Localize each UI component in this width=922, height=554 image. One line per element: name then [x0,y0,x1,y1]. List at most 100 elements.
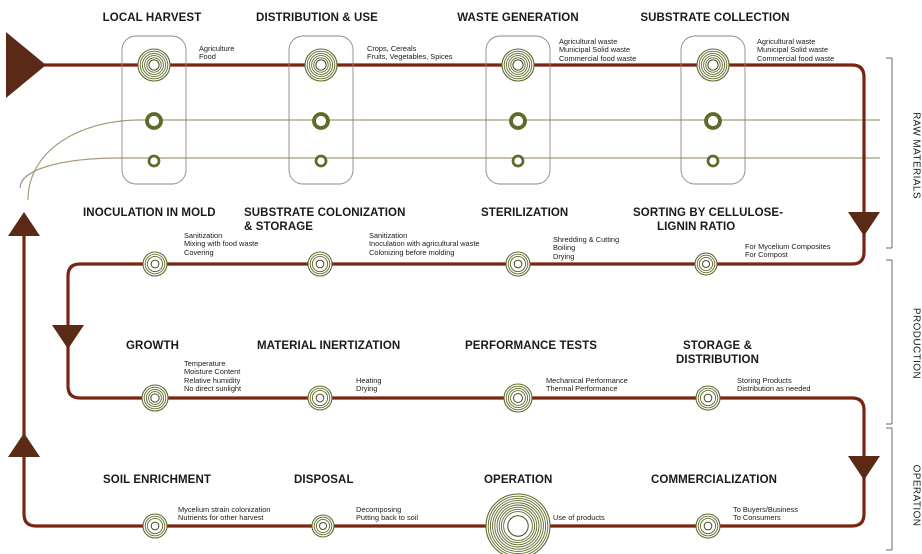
process-node-ring [509,255,527,273]
up-arrow-icon [8,212,40,236]
node-large-core [315,59,327,71]
node-large-ring [700,52,726,78]
node-large-ring [311,55,331,75]
process-node-ring [143,386,167,410]
process-node-core [513,259,523,269]
node-group-frame [680,35,746,185]
process-node-ring [309,387,331,409]
process-node-ring [311,255,329,273]
node-large-ring [705,57,721,73]
step-title-waste-generation: WASTE GENERATION [457,12,579,24]
node-large-core [512,59,524,71]
phase-label-operation: OPERATION [910,464,922,527]
process-node-ring [505,385,531,411]
process-node-core [150,393,160,403]
process-node-ring [699,389,717,407]
step-title-local-harvest: LOCAL HARVEST [102,12,202,24]
node-large-ring [505,52,531,78]
down-arrow-icon [848,212,880,236]
node-medium [312,112,330,130]
thin-flow-line [27,119,880,201]
process-node-core [150,521,160,531]
node-small [511,154,525,168]
operation-node-core [507,515,529,537]
process-node-core [703,521,713,531]
main-flow-line [22,63,866,528]
node-large-ring [508,55,528,75]
step-title-sorting: SORTING BY CELLULOSE-LIGNIN RATIO [633,207,784,233]
node-large-ring [308,52,334,78]
node-large-ring [141,52,167,78]
process-node-ring [309,253,331,275]
process-node-ring [144,253,166,275]
operation-node-ring [494,502,542,550]
process-node-core [315,393,325,403]
node-large-ring [703,55,723,75]
process-node-core [318,521,328,531]
step-title-disposal: DISPOSAL [294,474,354,486]
process-node-ring [699,517,717,535]
step-title-distribution-use: DISTRIBUTION & USE [256,12,378,24]
node-small [147,154,161,168]
node-large-ring [313,57,329,73]
process-node-core [315,259,325,269]
phase-label-raw-materials: RAW MATERIALS [910,112,922,199]
node-large-ring [306,50,336,80]
step-title-operation: OPERATION [484,474,553,486]
node-large-core [148,59,160,71]
process-node-ring [146,517,164,535]
down-arrow-icon [52,325,84,349]
process-node-ring [507,387,529,409]
node-group-frame [121,35,187,185]
step-title-substrate-collection: SUBSTRATE COLLECTION [640,12,790,24]
operation-node-ring [487,495,549,554]
step-note-operation: Use of products [553,513,605,522]
process-node-core [703,393,713,403]
process-node-ring [144,515,166,537]
node-small [706,154,720,168]
process-node-core [701,259,711,269]
step-title-performance-tests: PERFORMANCE TESTS [465,340,598,352]
step-title-inoculation-in-mold: INOCULATION IN MOLD [83,207,216,219]
step-title-commercialization: COMMERCIALIZATION [651,474,778,486]
step-title-material-inertization: MATERIAL INERTIZATION [257,340,401,352]
step-title-storage-distribution: STORAGE &DISTRIBUTION [676,340,759,366]
step-title-sterilization: STERILIZATION [481,207,569,219]
process-node-core [150,259,160,269]
process-node-ring [510,390,526,406]
operation-node-ring [492,500,544,552]
node-large-ring [698,50,728,80]
node-medium [509,112,527,130]
process-node-ring [315,518,331,534]
node-small [314,154,328,168]
step-title-growth: GROWTH [126,340,179,352]
process-node-ring [697,387,719,409]
node-medium [704,112,722,130]
operation-node-ring [503,511,533,541]
node-medium [145,112,163,130]
operation-node-ring [500,508,536,544]
process-node-ring [145,388,165,408]
process-node-core [513,393,523,403]
node-large-ring [146,57,162,73]
step-title-soil-enrichment: SOIL ENRICHMENT [103,474,211,486]
process-node-ring [146,255,164,273]
node-group-frame [288,35,354,185]
process-node-ring [148,391,162,405]
